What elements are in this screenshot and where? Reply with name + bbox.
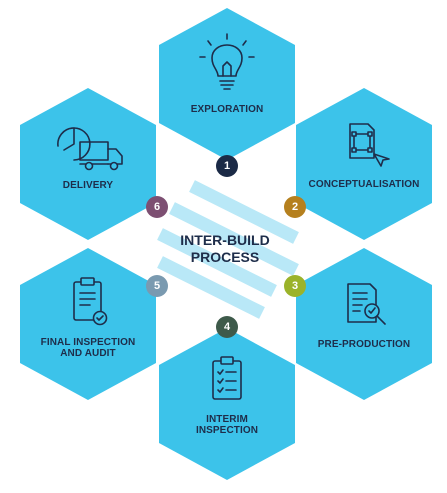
clipboard-checklist-icon [212, 356, 242, 400]
step-6-badge: 6 [146, 196, 168, 218]
center-title-line2: PROCESS [190, 249, 260, 265]
document-search-icon [347, 283, 386, 325]
hexagon-interim-inspection[interactable] [159, 328, 295, 480]
design-frame-icon [349, 123, 390, 167]
step-5-label: FINAL INSPECTION AND AUDIT [28, 337, 148, 359]
center-title: INTER-BUILD PROCESS [150, 232, 300, 266]
clipboard-approved-icon [73, 277, 108, 326]
step-2-label: CONCEPTUALISATION [308, 179, 420, 190]
hexagon-conceptualisation[interactable] [296, 88, 432, 240]
hexagon-pre-production[interactable] [296, 248, 432, 400]
step-1-label: EXPLORATION [190, 104, 264, 115]
hexagon-final-inspection[interactable] [20, 248, 156, 400]
step-5-label-line1: FINAL INSPECTION [40, 337, 136, 348]
step-4-badge: 4 [216, 316, 238, 338]
step-5-badge: 5 [146, 275, 168, 297]
center-stripes [157, 180, 299, 319]
hexagon-exploration[interactable] [159, 8, 295, 160]
step-3-badge: 3 [284, 275, 306, 297]
step-6-label: DELIVERY [62, 180, 114, 191]
step-3-label: PRE-PRODUCTION [317, 339, 411, 350]
center-title-line1: INTER-BUILD [180, 232, 270, 248]
step-5-label-line2: AND AUDIT [60, 348, 116, 359]
step-2-badge: 2 [284, 196, 306, 218]
lightbulb-icon [199, 33, 255, 90]
delivery-van-icon [57, 127, 123, 171]
step-4-label: INTERIM INSPECTION [177, 414, 277, 436]
step-4-label-line2: INSPECTION [195, 425, 259, 436]
step-1-badge: 1 [216, 155, 238, 177]
step-4-label-line1: INTERIM [206, 414, 248, 425]
